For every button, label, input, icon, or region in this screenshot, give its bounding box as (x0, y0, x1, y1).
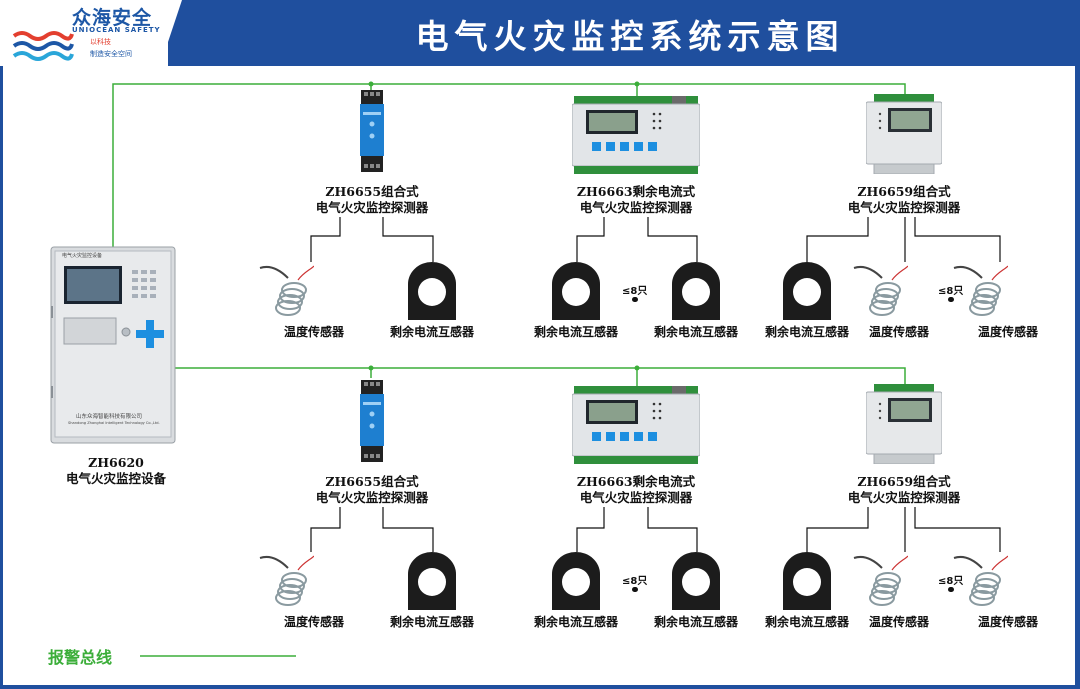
zh6663-device (571, 96, 701, 174)
brand-english: UNIOCEAN SAFETY (72, 26, 161, 34)
brand-slogan-2: 制造安全空间 (90, 50, 132, 58)
more-sensors-dot (948, 587, 954, 592)
zh6655-device (360, 90, 384, 172)
controller-model: ZH6620 (88, 455, 144, 470)
temperature-sensor-icon (259, 265, 315, 316)
controller-panel-label: 电气火灾监控设备 (62, 253, 103, 259)
zh6663-device (571, 386, 701, 464)
controller-label: ZH6620 电气火灾监控设备 (52, 455, 180, 487)
zh6663-name: 电气火灾监控探测器 (579, 200, 693, 215)
temperature-sensor-icon (853, 265, 909, 316)
residual-current-sensor-label: 剩余电流互感器 (764, 615, 849, 629)
zh6659-label: ZH6659组合式 电气火灾监控探测器 (824, 474, 984, 506)
current-transformer-icon (783, 262, 831, 320)
temperature-sensor-label: 温度传感器 (977, 615, 1038, 629)
page-title: 电气火灾监控系统示意图 (415, 17, 845, 56)
temperature-sensor-icon (953, 555, 1009, 606)
temperature-sensor-icon (853, 555, 909, 606)
brand-name: 众海安全 (72, 7, 153, 29)
junction-dots (368, 81, 640, 371)
zh6663-model: ZH6663剩余电流式 (576, 184, 696, 199)
alarm-bus-lines (112, 83, 906, 657)
controller-maker-en: Shandong Zhonghai Intelligent Technology… (68, 421, 160, 425)
zh6659-name: 电气火灾监控探测器 (847, 490, 961, 505)
zh6663-label: ZH6663剩余电流式 电气火灾监控探测器 (548, 184, 724, 216)
quantity-limit-temp-2: ≤8只 (938, 576, 964, 587)
residual-current-sensor-label: 剩余电流互感器 (389, 615, 474, 629)
current-transformer-icon (672, 552, 720, 610)
alarm-bus-legend-label: 报警总线 (48, 648, 113, 667)
zh6659-name: 电气火灾监控探测器 (847, 200, 961, 215)
zh6620-controller-device (50, 246, 176, 444)
zh6663-name: 电气火灾监控探测器 (579, 490, 693, 505)
residual-current-sensor-label: 剩余电流互感器 (533, 325, 618, 339)
more-sensors-dot (948, 297, 954, 302)
zh6655-label: ZH6655组合式 电气火灾监控探测器 (292, 474, 452, 506)
current-transformer-icon (408, 552, 456, 610)
quantity-limit-temp-1: ≤8只 (938, 286, 964, 297)
zh6655-name: 电气火灾监控探测器 (315, 490, 429, 505)
more-sensors-dot (632, 297, 638, 302)
zh6663-model: ZH6663剩余电流式 (576, 474, 696, 489)
temperature-sensor-icon (953, 265, 1009, 316)
temperature-sensor-label: 温度传感器 (977, 325, 1038, 339)
zh6655-model: ZH6655组合式 (325, 184, 419, 199)
brand-slogan-1: 以科技 (90, 38, 111, 46)
current-transformer-icon (408, 262, 456, 320)
zh6659-device (865, 384, 943, 465)
zh6655-label: ZH6655组合式 电气火灾监控探测器 (292, 184, 452, 216)
residual-current-sensor-label: 剩余电流互感器 (653, 615, 738, 629)
zh6659-model: ZH6659组合式 (857, 184, 951, 199)
temperature-sensor-label: 温度传感器 (283, 615, 344, 629)
zh6659-model: ZH6659组合式 (857, 474, 951, 489)
logo-panel-edge (160, 0, 182, 66)
temperature-sensor-icon (259, 555, 315, 606)
logo-wave-icon (12, 31, 74, 61)
residual-current-sensor-label: 剩余电流互感器 (389, 325, 474, 339)
zh6655-device (360, 380, 384, 462)
controller-name: 电气火灾监控设备 (65, 471, 166, 486)
more-sensors-dot (632, 587, 638, 592)
zh6659-label: ZH6659组合式 电气火灾监控探测器 (824, 184, 984, 216)
residual-current-sensor-label: 剩余电流互感器 (533, 615, 618, 629)
temperature-sensor-label: 温度传感器 (868, 325, 929, 339)
zh6655-name: 电气火灾监控探测器 (315, 200, 429, 215)
zh6663-label: ZH6663剩余电流式 电气火灾监控探测器 (548, 474, 724, 506)
current-transformer-icon (783, 552, 831, 610)
sensor-wires (310, 217, 1001, 552)
current-transformer-icon (672, 262, 720, 320)
current-transformer-icon (552, 552, 600, 610)
temperature-sensor-label: 温度传感器 (868, 615, 929, 629)
zh6655-model: ZH6655组合式 (325, 474, 419, 489)
temperature-sensor-label: 温度传感器 (283, 325, 344, 339)
quantity-limit-rc-2: ≤8只 (622, 576, 648, 587)
quantity-limit-rc-1: ≤8只 (622, 286, 648, 297)
residual-current-sensor-label: 剩余电流互感器 (653, 325, 738, 339)
residual-current-sensor-label: 剩余电流互感器 (764, 325, 849, 339)
current-transformer-icon (552, 262, 600, 320)
zh6659-device (865, 94, 943, 175)
controller-maker-cn: 山东众海智能科技有限公司 (76, 414, 143, 420)
